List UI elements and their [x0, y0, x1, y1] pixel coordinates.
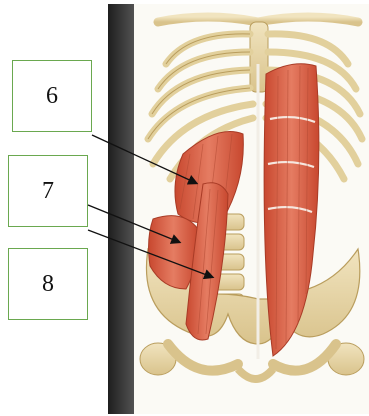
label-box-6: 6: [12, 60, 92, 132]
label-6-text: 6: [46, 83, 58, 110]
image-frame: [108, 4, 138, 414]
anatomy-figure: [108, 4, 369, 414]
label-box-8: 8: [8, 248, 88, 320]
label-box-7: 7: [8, 155, 88, 227]
label-8-text: 8: [42, 271, 54, 298]
clavicle-bone: [158, 17, 358, 22]
label-7-text: 7: [42, 178, 54, 205]
